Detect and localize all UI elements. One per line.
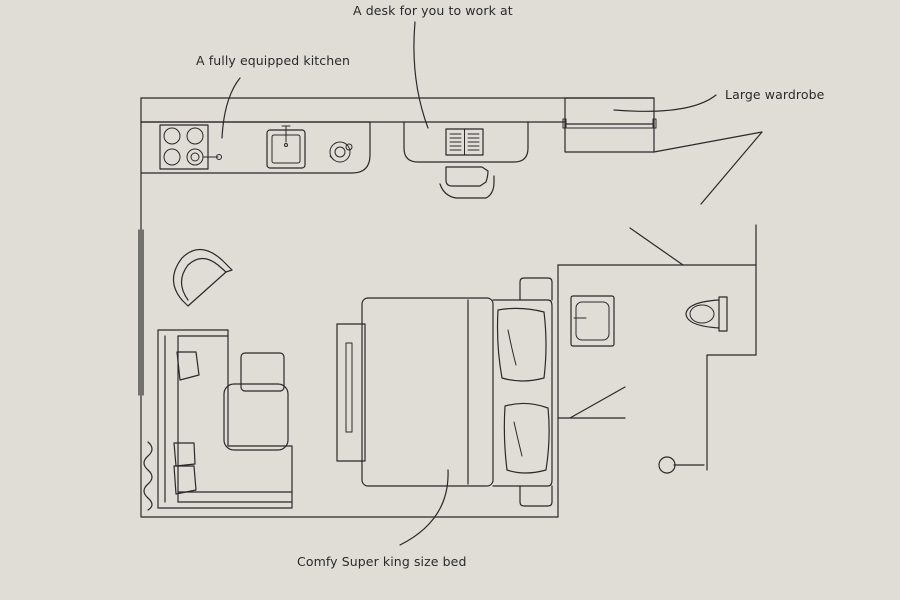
desk [403,121,529,163]
desk-label: A desk for you to work at [353,3,513,18]
radiator-icon [143,441,153,511]
toilet-icon [685,296,728,332]
kitchen-label: A fully equipped kitchen [196,53,351,68]
coffee-table [223,352,289,451]
bedside-tables [519,277,553,507]
leader-lines [221,21,717,546]
wardrobe [562,97,657,153]
left-window [138,229,144,396]
tv-unit [336,323,366,462]
entrance-walls [629,131,763,471]
bathroom-sink-icon [570,295,615,347]
desk-chair-icon [439,166,495,199]
armchair-icon [172,248,233,307]
kitchen-sink-icon [266,125,306,169]
sofa [157,329,293,509]
pillows [496,307,550,474]
hob-icon [159,124,222,170]
outer-walls [140,97,655,518]
book-icon [445,128,484,156]
bathroom-walls [557,264,684,518]
bed-label: Comfy Super king size bed [297,554,467,569]
wardrobe-label: Large wardrobe [725,87,825,102]
coffee-machine-icon [329,141,353,163]
bed [361,297,553,487]
kitchen-counter [140,121,371,174]
shower-icon [658,456,705,474]
